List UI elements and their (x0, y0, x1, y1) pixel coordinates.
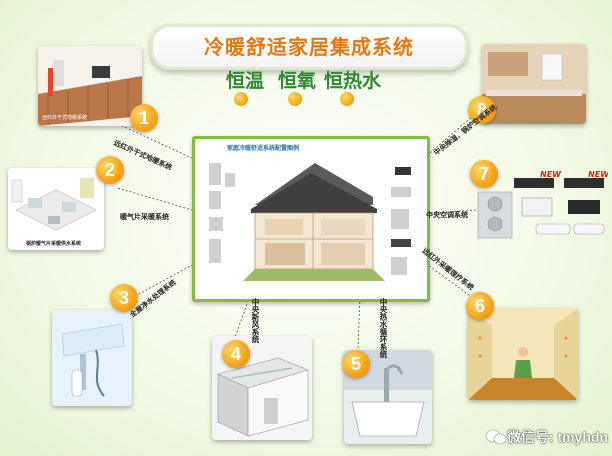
therapy-room-thumbnail (468, 308, 578, 400)
connector-2 (117, 187, 193, 211)
connector-5 (357, 295, 361, 353)
new-tag: NEW (588, 170, 608, 179)
system-label-4: 中央新风系统 (251, 298, 260, 343)
appliance-icon (391, 239, 411, 247)
subtitle-constant-temperature: 恒温 (226, 70, 265, 92)
appliance-icon (391, 257, 407, 275)
system-number-badge-5: 5 (342, 350, 370, 378)
wechat-icon (485, 429, 507, 445)
system-label-5: 中央热水循环系统 (379, 298, 388, 358)
kitchen-boiler-illustration (482, 44, 586, 124)
connector-8 (423, 114, 475, 159)
center-house-panel: 家庭冷暖舒适系统配置图例 (192, 136, 430, 302)
system-number-badge-8: 8 (468, 96, 496, 124)
subtitle-constant-oxygen: 恒氧 (278, 70, 317, 92)
central-ac-illustration (477, 178, 605, 239)
connector-3 (127, 264, 193, 301)
appliance-icon (209, 239, 221, 263)
central-ac-thumbnail: NEW NEW (476, 170, 608, 250)
subtitle-constant-hot-water: 恒热水 (324, 70, 382, 92)
system-label-7: 中央空调系统 (426, 211, 468, 219)
system-number-badge-7: 7 (470, 160, 498, 188)
kitchen-boiler-thumbnail (482, 44, 586, 124)
fresh-air-illustration (217, 357, 309, 437)
appliance-icon (209, 217, 223, 231)
connector-1 (117, 123, 193, 159)
watermark-text: 微信号: tmyhdn (506, 429, 608, 445)
floor-heating-thumbnail: 远红外干式地暖系统 (38, 46, 142, 126)
thumb-1-caption: 远红外干式地暖系统 (42, 115, 88, 121)
appliance-icon (209, 163, 221, 185)
water-filter-illustration (61, 323, 125, 397)
system-number-badge-6: 6 (466, 292, 494, 320)
hot-water-thumbnail (344, 350, 432, 444)
new-tag: NEW (540, 170, 561, 179)
thumb-2-caption: 锅炉暖气片采暖供水系统 (26, 241, 82, 247)
system-number-badge-4: 4 (222, 340, 250, 368)
appliance-icon (395, 167, 411, 175)
appliance-icon (209, 191, 221, 209)
title-banner: 冷暖舒适家居集成系统 (150, 24, 468, 70)
appliance-icon (225, 173, 235, 187)
appliance-icon (391, 209, 409, 229)
appliance-icon (391, 187, 411, 197)
connector-6 (423, 261, 477, 301)
system-number-badge-3: 3 (110, 284, 138, 312)
water-filter-thumbnail (52, 310, 132, 406)
connector-7 (423, 209, 477, 215)
system-label-2: 暖气片采暖系统 (120, 213, 169, 221)
wechat-watermark: 微信号: tmyhdn (485, 424, 608, 450)
orange-dot-icon (340, 92, 354, 106)
floor-heating-illustration (38, 60, 142, 126)
radiator-thumbnail: 锅炉暖气片采暖供水系统 (8, 168, 104, 250)
radiator-illustration (11, 178, 97, 231)
subtitle-row: 恒温 恒氧 恒热水 (0, 66, 612, 92)
system-number-badge-1: 1 (130, 104, 158, 132)
page-title: 冷暖舒适家居集成系统 (204, 35, 414, 59)
orange-dot-icon (288, 92, 302, 106)
center-panel-title: 家庭冷暖舒适系统配置图例 (227, 145, 300, 152)
fresh-air-thumbnail (212, 336, 312, 440)
therapy-room-illustration (468, 308, 578, 400)
system-number-badge-2: 2 (96, 156, 124, 184)
orange-dot-icon (234, 92, 248, 106)
house-illustration (209, 163, 411, 281)
connector-4 (233, 295, 251, 341)
